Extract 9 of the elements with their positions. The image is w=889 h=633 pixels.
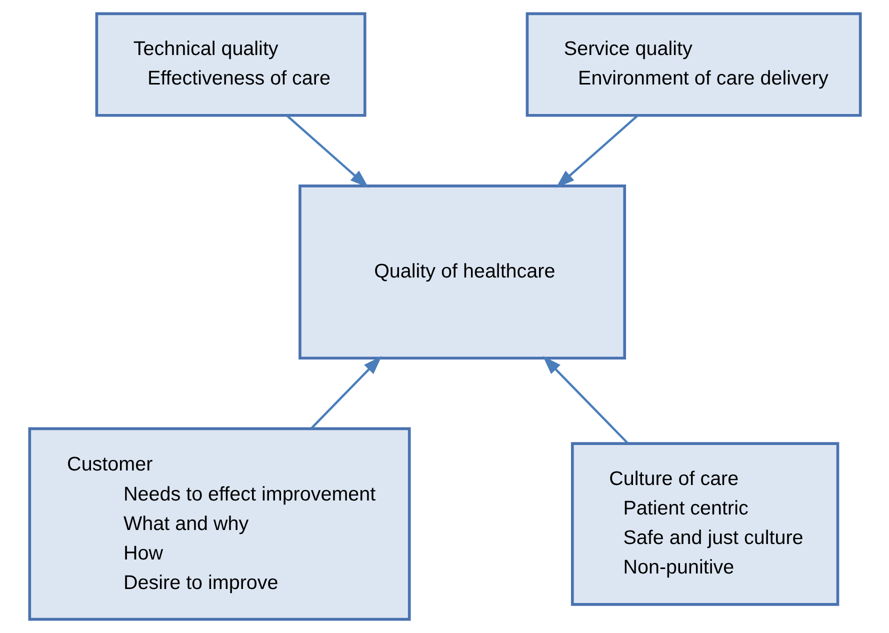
node-box: Technical quality Effectiveness of care [94,12,366,117]
node-box: Customer Needs to effect improvement What and why How Desire to improve [28,427,410,621]
arrow [555,114,638,188]
node-box: Culture of care Patient centric Safe and just culture Non-punitive [570,442,839,606]
node-box: Service quality Environment of care delivery [525,12,862,117]
arrow [286,114,368,188]
arrow [542,356,628,444]
arrow [310,356,382,430]
node-box: Quality of healthcare [298,184,626,360]
